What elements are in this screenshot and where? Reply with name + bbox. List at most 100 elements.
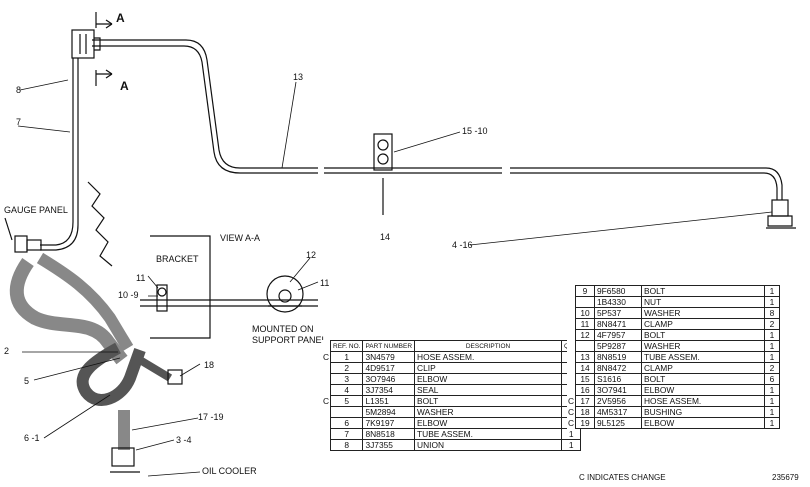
part-number: 3O7946 [362,373,416,385]
description: WASHER [414,406,563,418]
tube-13 [92,39,783,200]
description: BOLT [641,373,765,385]
quantity: 1 [764,417,780,429]
leader-lines [17,79,773,477]
quantity: 1 [764,285,780,297]
change-mark [567,352,576,363]
quantity: 1 [764,406,780,418]
part-number: 5P537 [594,307,642,319]
change-mark [567,341,576,352]
change-mark [567,297,576,308]
quantity: 1 [764,340,780,352]
quantity: 1 [764,384,780,396]
ref-number: 13 [575,351,595,363]
header-description: DESCRIPTION [414,340,563,352]
callout-11b: 11 [320,278,329,288]
change-mark [567,363,576,374]
ref-number: 17 [575,395,595,407]
table-row: 24D9517CLIP1 [322,362,582,374]
description: ELBOW [641,417,765,429]
description: ELBOW [414,373,563,385]
change-mark [322,429,331,440]
part-number: 2V5956 [594,395,642,407]
part-number: 3N4579 [362,351,416,363]
oil-cooler-label: OIL COOLER [202,466,257,476]
part-number: 9L5125 [594,417,642,429]
part-number: 4F7957 [594,329,642,341]
quantity: 2 [764,362,780,374]
view-marker-top: A [116,11,125,25]
change-mark [567,308,576,319]
callout-11a: 11 [136,273,145,283]
clamp-14 [373,133,393,215]
quantity: 1 [561,439,582,451]
change-mark [567,330,576,341]
quantity: 1 [764,296,780,308]
part-number: 8N8518 [362,428,416,440]
part-number: 3J7355 [362,439,416,451]
change-mark: C [322,396,330,406]
description: BOLT [414,395,563,407]
ref-number: 4 [329,384,364,396]
table-row: C5L1351BOLT1 [322,395,582,407]
ref-number: 16 [575,384,595,396]
callout-15-10: 15 -10 [462,126,488,136]
bracket-view [140,235,318,339]
callout-6-1: 6 -1 [24,433,40,443]
change-mark [567,286,576,297]
ref-number: 8 [329,439,364,451]
ref-number [575,340,595,352]
mounted-label-1: MOUNTED ON [252,324,314,334]
change-mark [567,319,576,330]
part-number: 8N8472 [594,362,642,374]
description: BUSHING [641,406,765,418]
change-mark [567,374,576,385]
description: WASHER [641,340,765,352]
description: HOSE ASSEM. [641,395,765,407]
ref-number: 15 [575,373,595,385]
section-fitting [71,12,113,86]
drawing-number: 235679 [772,473,799,482]
callout-10-9: 10 -9 [118,290,139,300]
table-row: 67K9197ELBOW1 [322,417,582,429]
header-part-number: PART NUMBER [362,340,416,352]
part-number: 3J7354 [362,384,416,396]
change-mark [567,385,576,396]
table-row: 5M2894WASHER1 [322,406,582,418]
description: TUBE ASSEM. [641,351,765,363]
header-ref-no: REF. NO. [329,340,364,352]
ref-number: 10 [575,307,595,319]
change-mark: C [567,418,575,428]
break-line [87,181,113,267]
description: CLIP [414,362,563,374]
part-number: S1616 [594,373,642,385]
elbow-16 [766,199,796,229]
part-number: 9F6580 [594,285,642,297]
callout-13: 13 [293,72,303,82]
part-number: 1B4330 [594,296,642,308]
quantity: 1 [764,329,780,341]
part-number: 8N8471 [594,318,642,330]
ref-number: 9 [575,285,595,297]
parts-table-left: REF. NO. PART NUMBER DESCRIPTION QTY. C1… [322,340,582,451]
change-mark: C [322,352,330,362]
callout-7: 7 [16,117,21,127]
quantity: 1 [764,395,780,407]
description: WASHER [641,307,765,319]
description: TUBE ASSEM. [414,428,563,440]
ref-number: 11 [575,318,595,330]
